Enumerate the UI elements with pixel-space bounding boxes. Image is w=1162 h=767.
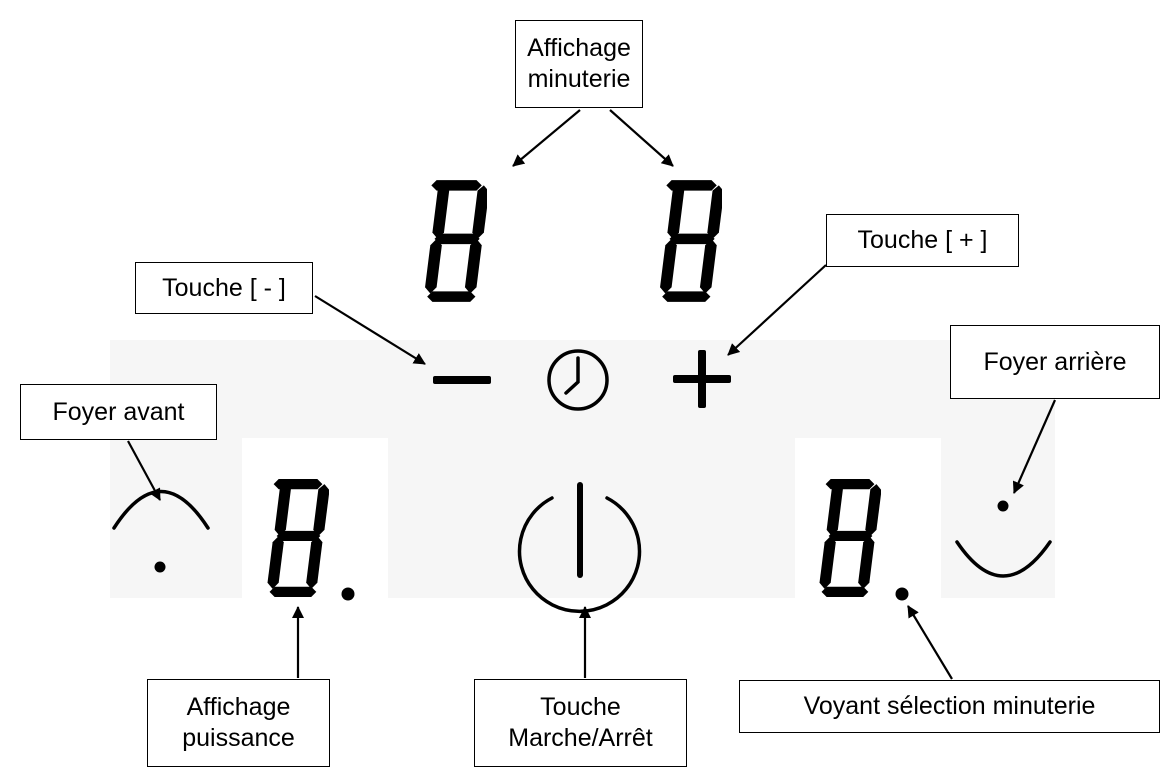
power-level-digit bbox=[267, 479, 329, 597]
timer-digit-right bbox=[660, 180, 722, 302]
label-touche-marche-arret: Touche Marche/Arrêt bbox=[474, 679, 687, 767]
power-level-dot bbox=[341, 587, 355, 601]
label-affichage-puissance: Affichage puissance bbox=[147, 679, 330, 767]
timer-digit-left bbox=[425, 180, 487, 302]
label-affichage-minuterie: Affichage minuterie bbox=[515, 20, 643, 108]
rear-zone-digit bbox=[819, 479, 881, 597]
label-touche-moins: Touche [ - ] bbox=[135, 262, 313, 314]
rear-zone-icon bbox=[955, 500, 1052, 578]
plus-icon[interactable] bbox=[673, 350, 731, 408]
label-foyer-avant: Foyer avant bbox=[20, 384, 217, 440]
clock-icon[interactable] bbox=[547, 349, 609, 411]
timer-selection-indicator-dot bbox=[895, 587, 909, 601]
label-foyer-arriere: Foyer arrière bbox=[950, 325, 1160, 399]
front-zone-icon bbox=[112, 489, 210, 573]
minus-icon[interactable] bbox=[433, 376, 491, 384]
power-icon[interactable] bbox=[517, 482, 642, 614]
label-voyant-selection-minuterie: Voyant sélection minuterie bbox=[739, 680, 1160, 733]
callout-arrows bbox=[127, 109, 1057, 680]
label-touche-plus: Touche [ + ] bbox=[826, 214, 1019, 267]
